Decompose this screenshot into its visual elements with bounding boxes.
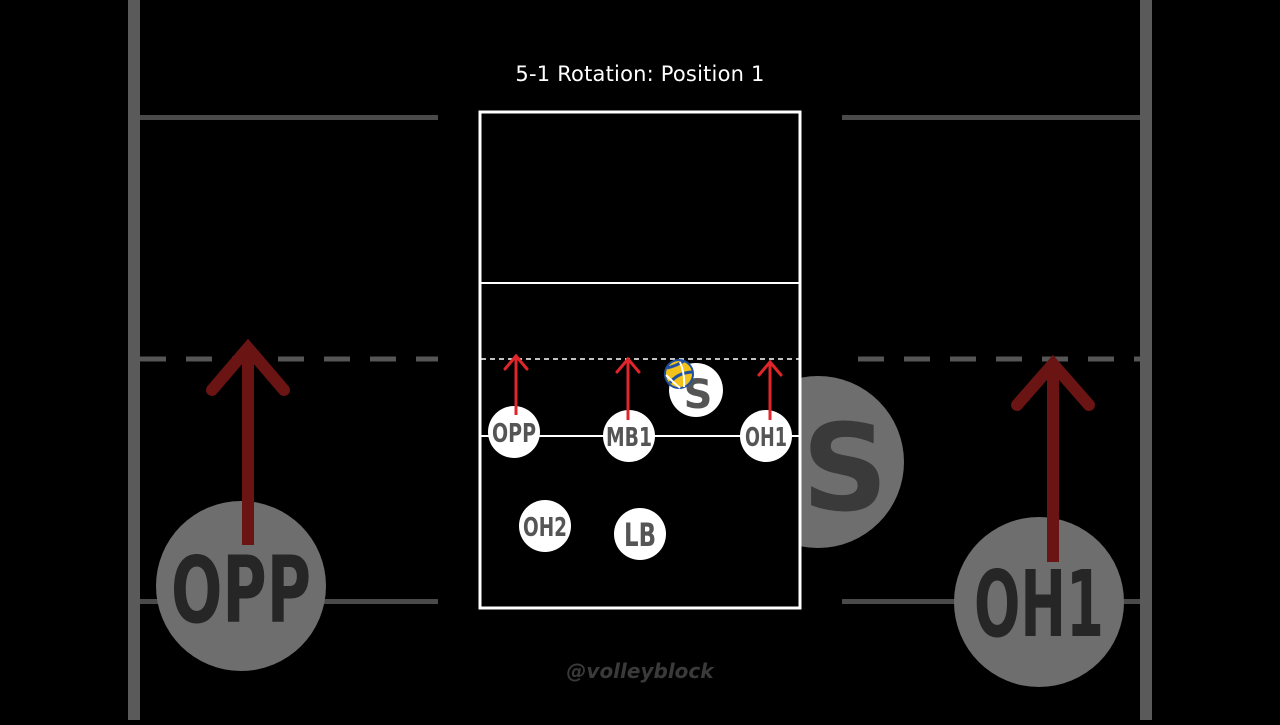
- player-mb1-label: MB1: [606, 423, 652, 453]
- volleyball-icon: [664, 359, 694, 389]
- bg-player-opp-circle: [156, 501, 326, 671]
- bg-player-oh1-label: OH1: [974, 551, 1104, 658]
- player-oh1-circle: [740, 410, 792, 462]
- background-zoom: S OPP OH1: [128, 0, 1152, 720]
- bg-left-court-edge: [128, 0, 140, 720]
- player-oh1-label: OH1: [745, 423, 787, 453]
- player-lb-circle: [614, 508, 666, 560]
- bg-player-s-label: S: [802, 400, 888, 539]
- player-lb-label: LB: [624, 516, 656, 554]
- watermark: @volleyblock: [566, 659, 714, 683]
- arrow-up-icon: [503, 353, 529, 415]
- bg-right-line-top: [842, 115, 1140, 120]
- arrow-up-icon: [757, 359, 783, 420]
- player-oh2-circle: [519, 500, 571, 552]
- player-oh2-label: OH2: [523, 513, 567, 543]
- player-opp-label: OPP: [492, 419, 536, 449]
- player-opp-circle: [488, 406, 540, 458]
- diagram-title: 5-1 Rotation: Position 1: [515, 62, 765, 86]
- player-mb1-circle: [603, 410, 655, 462]
- movement-arrows: [503, 353, 783, 420]
- arrow-up-icon: [615, 356, 641, 420]
- bg-arrow-left-head: [206, 338, 290, 396]
- bg-player-oh1-circle: [954, 517, 1124, 687]
- bg-player-opp-label: OPP: [171, 537, 311, 644]
- bg-right-court-edge: [1140, 0, 1152, 720]
- bg-left-line-top: [140, 115, 438, 120]
- bg-arrow-right-head: [1011, 354, 1095, 411]
